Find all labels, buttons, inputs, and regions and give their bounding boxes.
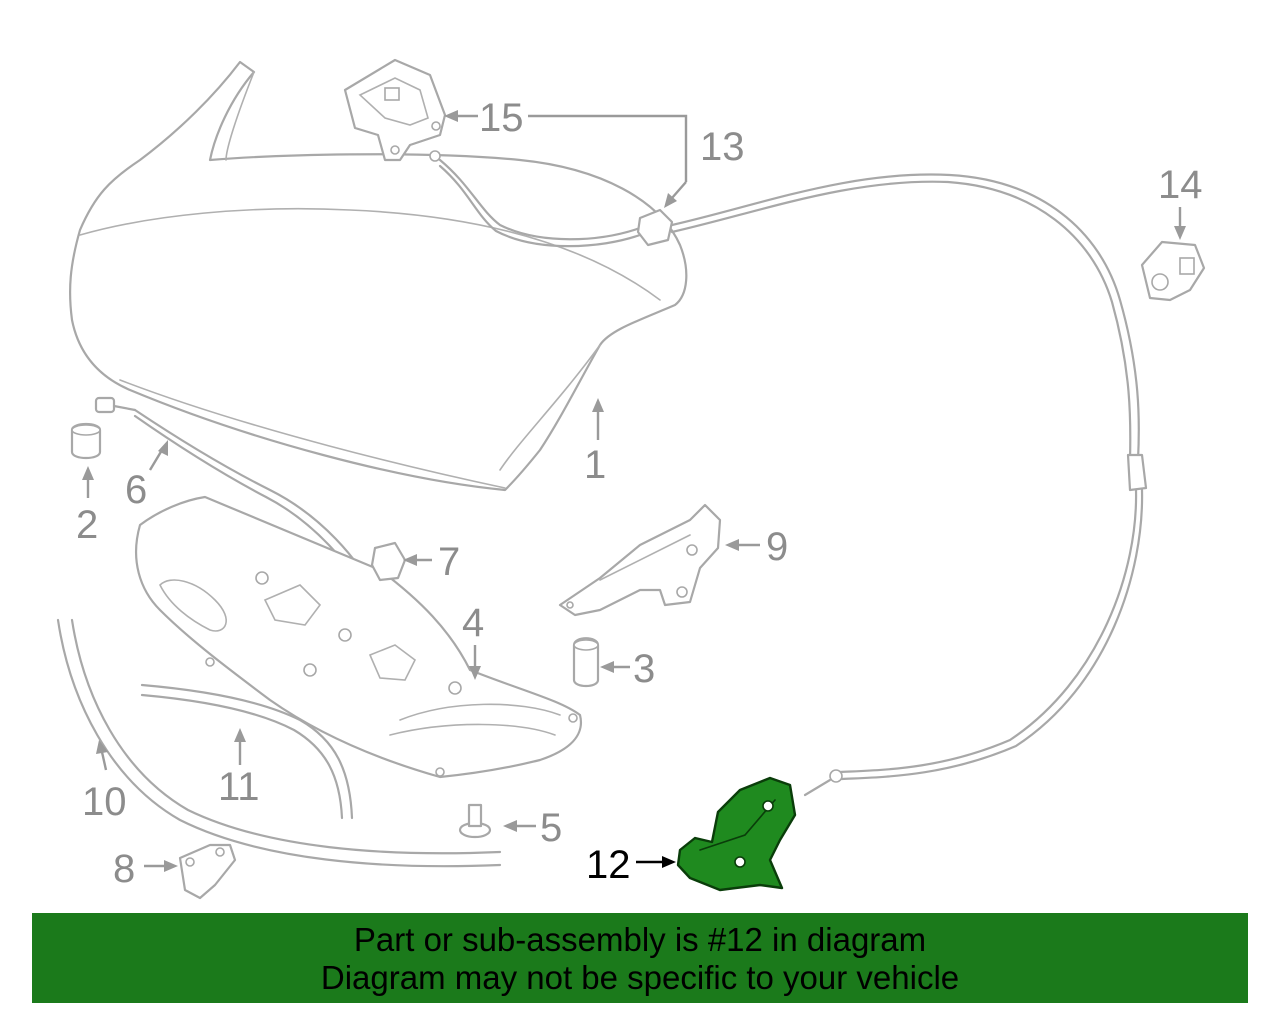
callout-14: 14 xyxy=(1158,163,1203,207)
bracket-cap-part xyxy=(370,541,407,582)
callout-5: 5 xyxy=(540,806,562,850)
hood-part xyxy=(68,60,688,492)
banner-line-1: Part or sub-assembly is #12 in diagram xyxy=(353,921,927,958)
callout-1: 1 xyxy=(584,443,606,487)
bumper-stop-part xyxy=(70,422,102,460)
callout-10: 10 xyxy=(82,780,127,824)
cushion-part xyxy=(572,637,600,688)
adjuster-part xyxy=(458,803,492,839)
hood-insulator-part xyxy=(135,495,583,779)
weatherstrip-part xyxy=(140,683,354,820)
callout-7: 7 xyxy=(438,540,460,584)
release-cable-part xyxy=(429,150,1148,797)
release-handle-part xyxy=(343,58,447,162)
banner-line-2: Diagram may not be specific to your vehi… xyxy=(320,959,960,996)
callout-11: 11 xyxy=(218,765,260,809)
callout-6: 6 xyxy=(125,468,147,512)
hood-hinge-part xyxy=(558,503,722,617)
callout-9: 9 xyxy=(766,525,788,569)
striker-part xyxy=(178,843,237,900)
callout-4: 4 xyxy=(462,601,484,645)
cable-clip-part xyxy=(1140,240,1206,302)
callout-13: 13 xyxy=(700,125,745,169)
info-banner: Part or sub-assembly is #12 in diagram D… xyxy=(32,913,1248,1003)
callout-8: 8 xyxy=(113,847,135,891)
callout-3: 3 xyxy=(633,647,655,691)
callout-12: 12 xyxy=(586,843,631,887)
callout-2: 2 xyxy=(76,503,98,547)
hood-latch-part-highlighted xyxy=(676,776,797,892)
front-seal-part xyxy=(56,618,502,868)
callout-15: 15 xyxy=(479,96,524,140)
